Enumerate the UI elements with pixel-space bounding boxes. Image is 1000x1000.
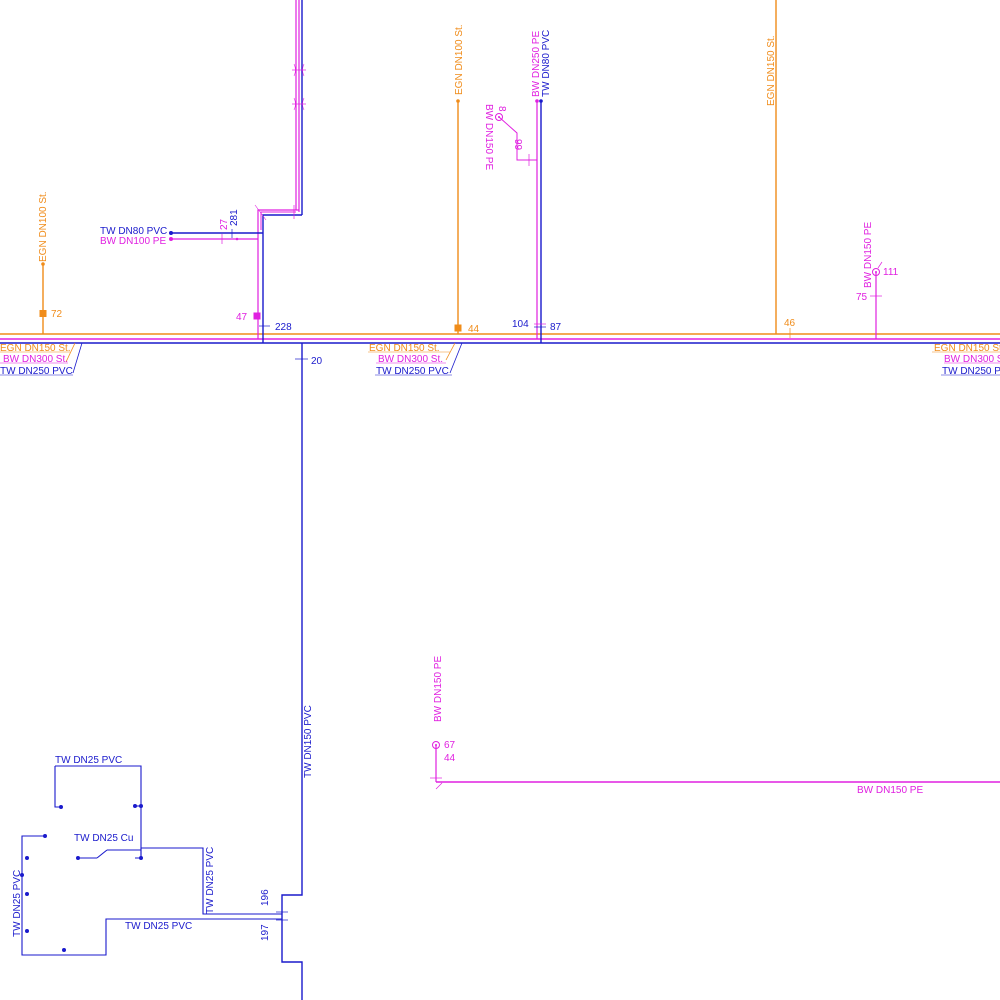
number-104: 104 bbox=[512, 319, 529, 330]
number-20: 20 bbox=[311, 356, 323, 367]
egn-valve-marker-72[interactable] bbox=[39, 310, 47, 317]
number-196: 196 bbox=[260, 889, 271, 906]
top-vertical-pipes[interactable] bbox=[292, 0, 306, 215]
main-egn-label-mid: EGN DN150 St. bbox=[369, 343, 440, 354]
number-197: 197 bbox=[260, 924, 271, 941]
bw-tw-vertical-branch[interactable]: BW DN250 PE TW DN80 PVC BW DN150 PE 8 99… bbox=[483, 30, 562, 343]
number-47: 47 bbox=[236, 312, 248, 323]
number-228: 228 bbox=[275, 322, 292, 333]
main-label-group-mid: EGN DN150 St. BW DN300 St. TW DN250 PVC bbox=[368, 342, 463, 377]
main-egn-label-right: EGN DN150 St. bbox=[934, 343, 1000, 354]
egn-dn100-label-mid: EGN DN100 St. bbox=[454, 24, 465, 95]
main-tw-label-right: TW DN250 PVC bbox=[942, 366, 1000, 377]
number-44-low: 44 bbox=[444, 753, 456, 764]
bw-dn150-right-label: BW DN150 PE bbox=[863, 222, 874, 288]
tw-dn80-vertical-label: TW DN80 PVC bbox=[541, 30, 552, 97]
bw-dn150-lower-vertical-label: BW DN150 PE bbox=[433, 656, 444, 722]
main-label-group-right: EGN DN150 St. BW DN300 St. TW DN250 PVC bbox=[932, 343, 1000, 377]
number-281: 281 bbox=[229, 209, 240, 226]
egn-dn100-label-left: EGN DN100 St. bbox=[38, 191, 49, 262]
number-44-top: 44 bbox=[468, 324, 480, 335]
tw-dn25-pvc-left-label: TW DN25 PVC bbox=[12, 870, 23, 937]
tw-dn25-cu-label: TW DN25 Cu bbox=[74, 833, 133, 844]
main-tw-label-mid: TW DN250 PVC bbox=[376, 366, 449, 377]
tw-dn25-pvc-mid-label: TW DN25 PVC bbox=[205, 847, 216, 914]
main-bw-label-left: BW DN300 St. bbox=[3, 354, 68, 365]
main-label-group-left: EGN DN150 St. BW DN300 St. TW DN250 PVC bbox=[0, 342, 83, 377]
number-99: 99 bbox=[512, 139, 523, 151]
egn-dn150-label-right: EGN DN150 St. bbox=[766, 35, 777, 106]
bw-valve-marker-47[interactable] bbox=[253, 312, 261, 320]
center-left-junction[interactable]: TW DN80 PVC BW DN100 PE 27 281 47 228 bbox=[100, 204, 302, 343]
main-egn-label-left: EGN DN150 St. bbox=[0, 343, 71, 354]
number-111: 111 bbox=[883, 267, 899, 278]
main-tw-label-left: TW DN250 PVC bbox=[0, 366, 73, 377]
number-75: 75 bbox=[856, 292, 868, 303]
bw-dn150-right-service[interactable]: BW DN150 PE 111 75 bbox=[856, 222, 899, 339]
egn-dn150-right-branch[interactable]: EGN DN150 St. 46 bbox=[766, 0, 796, 338]
bw-dn150-lower-service[interactable]: BW DN150 PE BW DN150 PE 67 44 bbox=[430, 656, 1000, 796]
main-bw-label-mid: BW DN300 St. bbox=[378, 354, 443, 365]
bw-dn100-branch-label: BW DN100 PE bbox=[100, 236, 166, 247]
tw-dn150-vertical-main[interactable]: TW DN150 PVC 20 bbox=[281, 343, 323, 1000]
egn-dn100-mid-branch[interactable]: EGN DN100 St. 44 bbox=[454, 24, 480, 335]
bw-dn150-lower-horizontal-label: BW DN150 PE bbox=[857, 785, 923, 796]
tw-dn25-pvc-bottom-label: TW DN25 PVC bbox=[125, 921, 192, 932]
egn-valve-marker-44[interactable] bbox=[454, 324, 462, 332]
number-87: 87 bbox=[550, 322, 562, 333]
number-27: 27 bbox=[219, 218, 230, 230]
number-67: 67 bbox=[444, 740, 456, 751]
number-72: 72 bbox=[51, 309, 63, 320]
number-8: 8 bbox=[496, 106, 507, 112]
tw-dn80-branch-label: TW DN80 PVC bbox=[100, 226, 167, 237]
number-46: 46 bbox=[784, 318, 796, 329]
bw-dn150-curved-label: BW DN150 PE bbox=[483, 104, 494, 170]
tw-dn25-service-network[interactable]: TW DN25 PVC TW DN25 Cu TW DN25 PVC TW DN… bbox=[12, 755, 288, 956]
bw-dn250-label: BW DN250 PE bbox=[531, 31, 542, 97]
tw-dn25-pvc-top-label: TW DN25 PVC bbox=[55, 755, 122, 766]
main-lines bbox=[0, 333, 1000, 344]
egn-dn100-left-branch[interactable]: EGN DN100 St. 72 bbox=[38, 191, 63, 334]
tw-dn150-vertical-label: TW DN150 PVC bbox=[303, 705, 314, 778]
main-bw-label-right: BW DN300 St. bbox=[944, 354, 1000, 365]
